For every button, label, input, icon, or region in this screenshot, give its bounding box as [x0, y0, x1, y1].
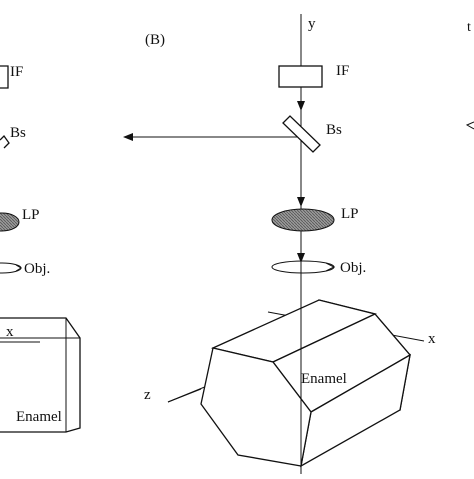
right-panel-fragment-label: t	[467, 20, 471, 35]
bs-label: Bs	[326, 122, 342, 138]
linear-polarizer	[271, 208, 335, 232]
left-enamel-label: Enamel	[16, 409, 62, 425]
y-axis-label: y	[308, 16, 316, 32]
obj-side-arrow	[325, 262, 336, 272]
z-axis-front-segment	[167, 388, 202, 403]
obj-label: Obj.	[340, 260, 366, 276]
left-obj-arrow	[15, 264, 22, 272]
z-axis-label: z	[144, 387, 151, 403]
enamel-label: Enamel	[301, 371, 347, 387]
left-enamel-block	[0, 317, 81, 433]
left-panel: IF Bs LP Obj. x Enamel	[0, 64, 81, 433]
enamel-prism: Enamel	[167, 292, 412, 474]
beam-splitter	[282, 115, 321, 153]
lp-label: LP	[341, 206, 359, 222]
left-beam-splitter	[0, 134, 10, 149]
left-bs-label: Bs	[10, 125, 26, 141]
left-x-axis-label: x	[6, 324, 14, 340]
left-objective-lens	[0, 262, 22, 274]
right-panel: t	[465, 20, 474, 130]
if-label: IF	[336, 63, 349, 79]
left-linear-polarizer	[0, 212, 20, 232]
if-filter-box	[278, 65, 323, 88]
left-if-label: IF	[10, 64, 23, 80]
right-panel-arrow-fragment	[465, 121, 474, 130]
left-obj-label: Obj.	[24, 261, 50, 277]
left-lp-label: LP	[22, 207, 40, 223]
panel-b: (B) y IF Bs LP Obj. x z	[123, 14, 436, 474]
panel-b-label: (B)	[145, 32, 165, 48]
x-axis-label: x	[428, 331, 436, 347]
objective-lens	[271, 260, 335, 274]
left-if-filter-box	[0, 65, 9, 89]
